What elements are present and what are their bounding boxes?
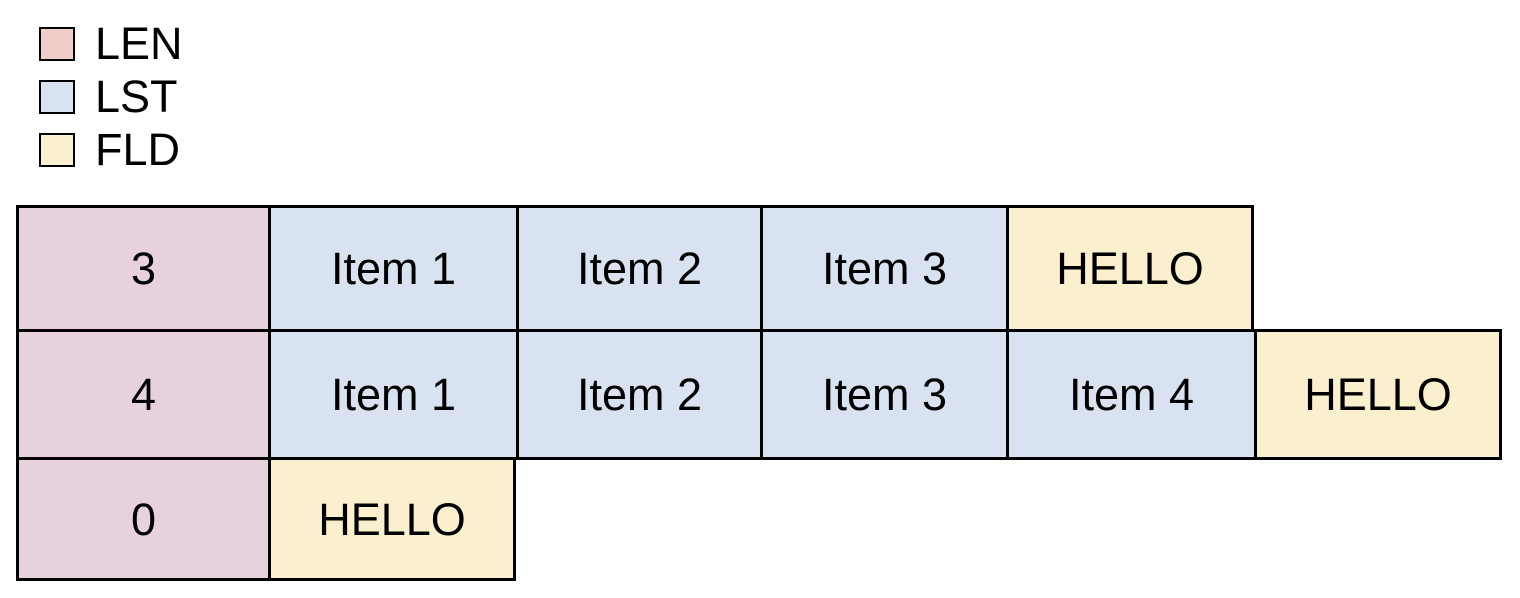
lst-cell: Item 2	[516, 329, 760, 460]
legend-label-lst: LST	[95, 71, 178, 122]
legend-label-len: LEN	[95, 18, 183, 69]
table-row: 3 Item 1 Item 2 Item 3 HELLO	[16, 205, 1502, 329]
lst-cell: Item 2	[516, 205, 760, 329]
fld-color-swatch	[39, 132, 75, 167]
lst-cell: Item 1	[268, 205, 516, 329]
len-cell: 0	[16, 457, 268, 581]
lst-cell: Item 3	[760, 205, 1006, 329]
len-cell: 4	[16, 329, 268, 457]
lst-cell: Item 1	[268, 329, 516, 457]
list-structure-table: 3 Item 1 Item 2 Item 3 HELLO 4 Item 1 It…	[16, 205, 1502, 581]
legend-item-fld: FLD	[39, 123, 183, 176]
len-cell: 3	[16, 205, 268, 329]
fld-cell: HELLO	[268, 457, 516, 581]
table-row: 4 Item 1 Item 2 Item 3 Item 4 HELLO	[16, 329, 1502, 460]
legend-label-fld: FLD	[95, 124, 181, 175]
lst-cell: Item 4	[1006, 329, 1254, 460]
fld-cell: HELLO	[1254, 329, 1502, 460]
legend-item-len: LEN	[39, 17, 183, 70]
lst-color-swatch	[39, 79, 75, 114]
lst-cell: Item 3	[760, 329, 1006, 460]
fld-cell: HELLO	[1006, 205, 1254, 329]
legend-item-lst: LST	[39, 70, 183, 123]
table-row: 0 HELLO	[16, 457, 1502, 581]
legend: LEN LST FLD	[39, 17, 183, 176]
len-color-swatch	[39, 26, 75, 61]
